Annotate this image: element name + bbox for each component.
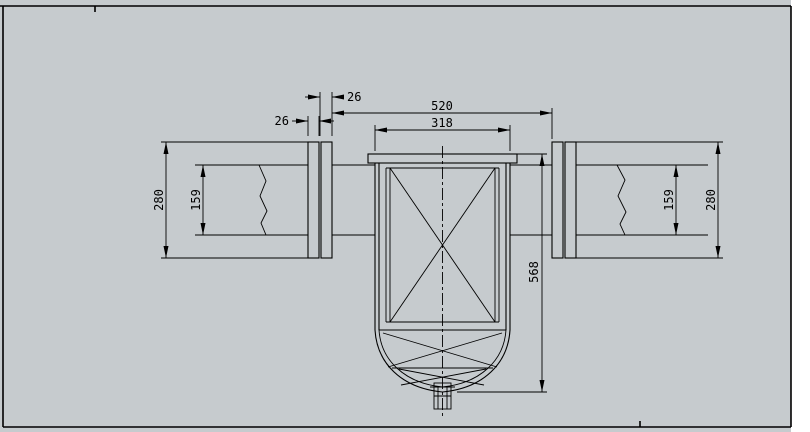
dim-280-right-text: 280: [704, 189, 718, 211]
strainer-drawing: [195, 141, 708, 418]
left-flange-pair: [307, 141, 333, 259]
dim-568: [457, 153, 547, 393]
dimension-text: 26 26 520 318 280 159 159 280 568: [152, 90, 718, 283]
vessel-body: [367, 153, 518, 331]
right-pipe: [576, 164, 708, 236]
dim-280-right: [576, 141, 723, 259]
dim-280-left: [161, 141, 308, 259]
dim-520-text: 520: [431, 99, 453, 113]
dim-26-inner: [292, 116, 334, 136]
dim-159-left-text: 159: [189, 189, 203, 211]
left-nozzle: [332, 164, 375, 236]
dim-568-text: 568: [527, 261, 541, 283]
dim-159-right-text: 159: [662, 189, 676, 211]
right-flange-pair: [551, 141, 577, 259]
left-pipe: [195, 164, 308, 236]
right-pipe-break: [616, 164, 627, 236]
drawing-area: [0, 0, 791, 432]
dim-318-text: 318: [431, 116, 453, 130]
dim-318: [374, 125, 511, 151]
dimension-lines: [161, 92, 723, 393]
dim-26-inner-text: 26: [275, 114, 289, 128]
left-pipe-break: [258, 164, 268, 236]
dim-520: [332, 108, 553, 139]
dim-26-outer-text: 26: [347, 90, 361, 104]
right-nozzle: [510, 164, 552, 236]
dim-280-left-text: 280: [152, 189, 166, 211]
sheet-frame: [0, 5, 792, 428]
